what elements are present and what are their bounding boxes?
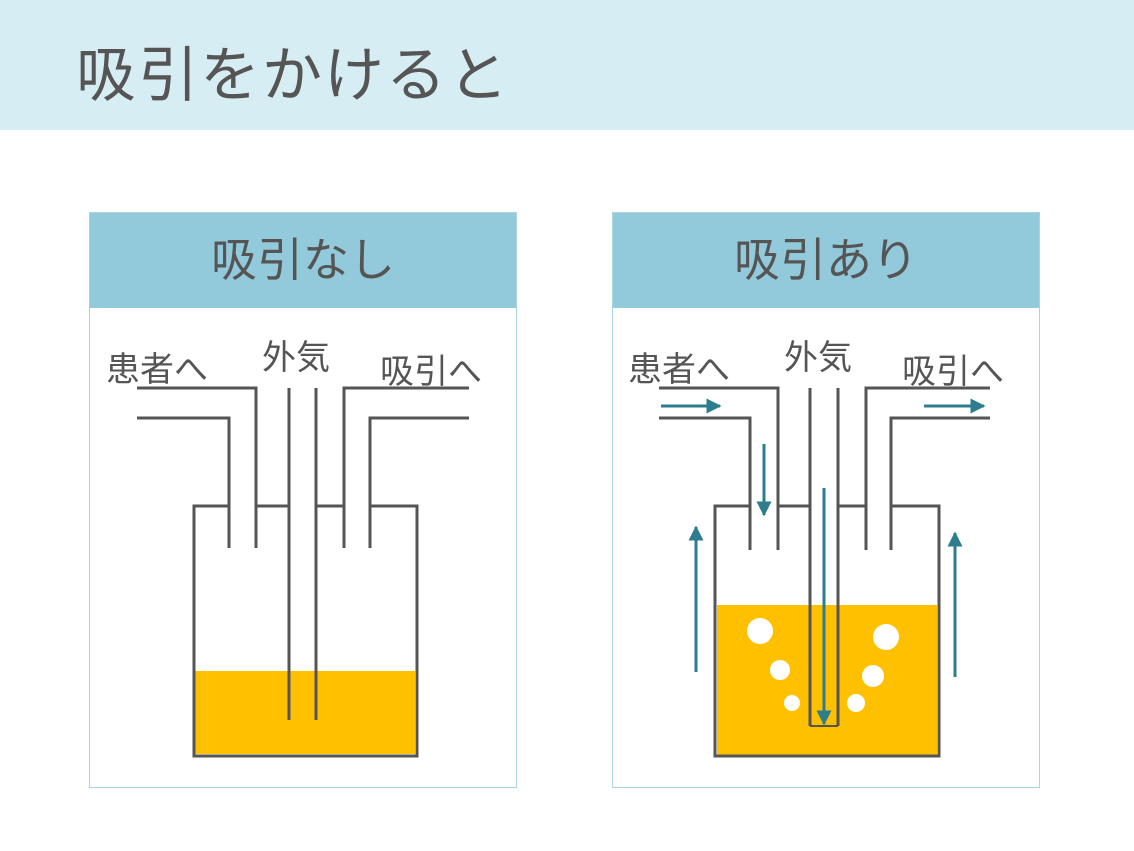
page-title: 吸引をかけると <box>76 41 510 111</box>
bubble <box>770 660 790 680</box>
suction-tube <box>368 416 469 548</box>
bottle-outline <box>192 504 419 758</box>
patient-tube <box>659 386 780 550</box>
label-to-suction: 吸引へ <box>380 352 482 392</box>
bubble <box>784 695 800 711</box>
panel-header <box>90 213 516 308</box>
bubble <box>862 665 884 687</box>
patient-tube <box>137 386 258 548</box>
bubble <box>847 694 865 712</box>
bubble <box>747 618 773 644</box>
liquid <box>195 671 415 754</box>
bottle-with-suction <box>659 386 990 758</box>
flow-arrows <box>661 398 986 726</box>
suction-tube <box>342 386 469 548</box>
bottle-outline <box>713 504 941 758</box>
bubbles <box>747 618 899 712</box>
bubble <box>873 624 899 650</box>
suction-tube <box>864 386 990 550</box>
panel-no-suction: 吸引なし <box>89 212 517 788</box>
label-outside-air: 外気 <box>262 338 330 378</box>
panel-header <box>613 213 1039 308</box>
patient-tube <box>137 416 231 548</box>
title-bar <box>0 0 1134 130</box>
label-outside-air: 外気 <box>784 338 852 378</box>
suction-tube <box>889 416 990 550</box>
label-to-patient: 患者へ <box>106 350 208 390</box>
patient-tube <box>659 416 752 550</box>
panel-title: 吸引あり <box>734 233 918 287</box>
panel-title: 吸引なし <box>211 233 395 287</box>
label-to-suction: 吸引へ <box>902 352 1004 392</box>
label-to-patient: 患者へ <box>628 350 730 390</box>
bottle-no-suction <box>137 386 469 758</box>
